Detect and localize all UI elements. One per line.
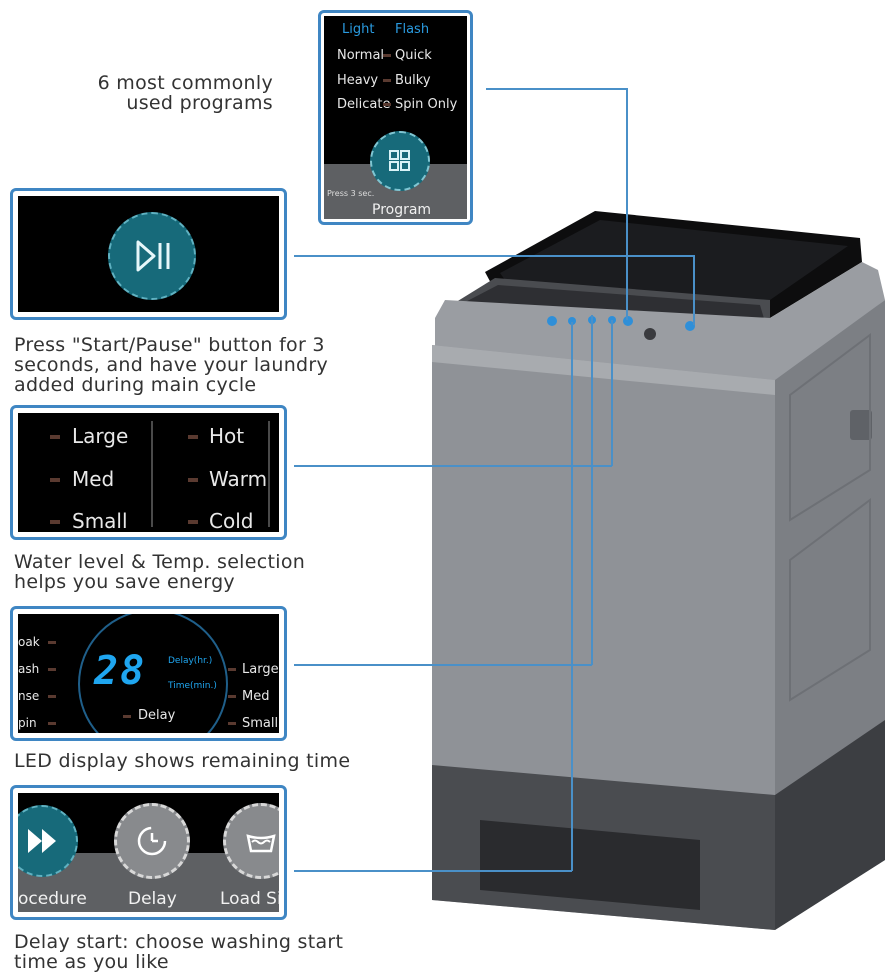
caption-delay: Delay start: choose washing start time a… bbox=[14, 931, 344, 973]
program-label: Program bbox=[372, 202, 432, 218]
connector-level-h bbox=[294, 465, 612, 467]
grid-icon bbox=[389, 150, 410, 171]
cycle-wash[interactable]: ash bbox=[18, 662, 40, 676]
connector-led-v bbox=[591, 315, 593, 665]
cycle-spin[interactable]: pin bbox=[18, 716, 37, 730]
temp-cold[interactable]: Cold bbox=[209, 509, 254, 532]
program-delicate[interactable]: Delicate bbox=[337, 97, 391, 112]
program-spin-only[interactable]: Spin Only bbox=[395, 97, 458, 112]
program-flash-label: Flash bbox=[395, 22, 430, 37]
connector-delay-v bbox=[571, 322, 573, 871]
caption-led: LED display shows remaining time bbox=[14, 750, 351, 772]
level-large[interactable]: Large bbox=[72, 424, 129, 448]
caption-programs: 6 most commonly used programs bbox=[97, 72, 273, 114]
size-small[interactable]: Small bbox=[242, 716, 279, 731]
start-pause-button[interactable] bbox=[108, 212, 196, 300]
program-button[interactable] bbox=[370, 131, 430, 191]
delay-label: Delay bbox=[128, 889, 177, 909]
level-temp-panel: Large Med Small Hot Warm Cold bbox=[10, 405, 287, 540]
connector-delay-h bbox=[294, 870, 572, 872]
cycle-soak[interactable]: oak bbox=[18, 635, 40, 649]
delay-button[interactable] bbox=[114, 803, 190, 879]
level-small[interactable]: Small bbox=[72, 509, 128, 532]
temp-hot[interactable]: Hot bbox=[209, 424, 245, 448]
temp-warm[interactable]: Warm bbox=[209, 467, 268, 491]
caption-water-temp: Water level & Temp. selection helps you … bbox=[14, 551, 306, 593]
start-pause-panel bbox=[10, 188, 287, 320]
level-med[interactable]: Med bbox=[72, 467, 115, 491]
press-hint: Press 3 sec. bbox=[327, 189, 375, 198]
size-med[interactable]: Med bbox=[242, 689, 270, 704]
size-large[interactable]: Large bbox=[242, 662, 279, 677]
led-panel: oak ash nse pin 28 Delay(hr.) Time(min.)… bbox=[10, 606, 287, 741]
program-normal[interactable]: Normal bbox=[337, 48, 385, 63]
load-size-label: Load Si bbox=[220, 889, 279, 909]
load-size-button[interactable] bbox=[223, 803, 279, 879]
program-panel: Light Flash Normal Heavy Delicate Quick … bbox=[318, 10, 473, 225]
cycle-rinse[interactable]: nse bbox=[18, 689, 40, 703]
play-pause-icon bbox=[136, 240, 170, 272]
button-panel: ocedure Delay Load Si bbox=[10, 785, 287, 920]
connector-led-h bbox=[294, 664, 592, 666]
connector-level-v bbox=[611, 320, 613, 466]
basin-icon bbox=[246, 834, 276, 853]
program-bulky[interactable]: Bulky bbox=[395, 73, 431, 88]
program-quick[interactable]: Quick bbox=[395, 48, 432, 63]
procedure-label: ocedure bbox=[18, 889, 87, 909]
time-unit: Time(min.) bbox=[168, 681, 217, 691]
procedure-button[interactable] bbox=[18, 805, 78, 877]
connector-programs-v bbox=[626, 88, 628, 320]
clock-icon bbox=[137, 826, 167, 856]
program-light-label: Light bbox=[342, 22, 375, 37]
connector-programs-h bbox=[486, 88, 627, 90]
delay-unit: Delay(hr.) bbox=[168, 656, 213, 666]
fast-forward-icon bbox=[28, 829, 56, 853]
program-heavy[interactable]: Heavy bbox=[337, 73, 379, 88]
caption-start-pause: Press "Start/Pause" button for 3 seconds… bbox=[14, 334, 329, 396]
led-digits: 28 bbox=[94, 648, 147, 694]
connector-start-v bbox=[693, 255, 695, 325]
delay-indicator: Delay bbox=[138, 708, 176, 723]
connector-start-h bbox=[294, 255, 694, 257]
